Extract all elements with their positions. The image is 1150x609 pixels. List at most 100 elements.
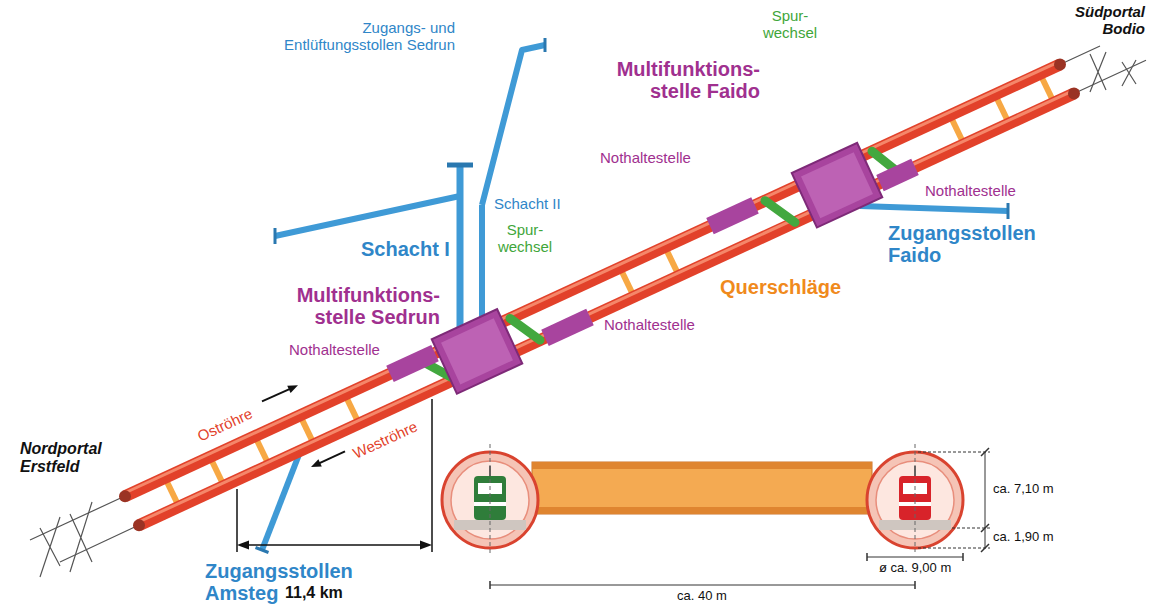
emergency-stop-label: Nothaltestelle	[600, 150, 691, 167]
arrow-head	[311, 459, 322, 467]
emergency-stop	[390, 353, 435, 374]
adit-label: Zugangsstollen Faido	[888, 222, 1058, 267]
portal-label: Nordportal Erstfeld	[20, 440, 115, 476]
shafts	[275, 38, 1008, 327]
access-adit	[275, 196, 460, 236]
cross-passages	[165, 74, 1054, 507]
station-label: Multifunktions- stelle Faido	[600, 58, 760, 103]
shaft-label: Schacht I	[361, 238, 450, 260]
adit-end-cap	[274, 228, 277, 244]
dimension-line	[431, 399, 433, 552]
section-dimensions	[490, 448, 990, 589]
emergency-stop-label: Nothaltestelle	[925, 183, 1016, 200]
tube-portal	[1054, 59, 1066, 71]
station-label: Multifunktions- stelle Sedrun	[280, 284, 440, 329]
portal-label: Nordportal Erstfeld	[20, 440, 115, 476]
center-line	[490, 444, 491, 556]
adit-end-cap	[256, 548, 269, 553]
emergency-stop-label: Nothaltestelle	[925, 183, 1016, 200]
dimension-line	[985, 452, 986, 548]
station-inner	[801, 152, 873, 218]
cross-passage-section	[532, 462, 872, 514]
adit-end-cap	[1007, 203, 1010, 219]
emergency-stop-label: Nothaltestelle	[604, 317, 695, 334]
portal-label: Südportal Bodio	[1060, 4, 1145, 38]
multifunction-station	[792, 143, 883, 228]
cross-passage-label: Querschläge	[720, 276, 841, 298]
dimension-label: 11,4 km	[285, 584, 343, 602]
direction-arrow	[319, 451, 345, 463]
passage-band	[532, 507, 872, 514]
dimension-line	[490, 585, 915, 586]
portal-label: Südportal Bodio	[1060, 4, 1145, 38]
dimension-label: 11,4 km	[285, 584, 343, 602]
station-label: Multifunktions- stelle Sedrun	[280, 284, 440, 329]
shaft	[457, 165, 464, 327]
emergency-stop	[880, 167, 915, 183]
tube-portal	[133, 519, 145, 531]
dimension-tick	[867, 553, 963, 561]
shaft-label: Schacht II	[494, 196, 561, 213]
tube-portal	[119, 490, 131, 502]
station-box	[792, 143, 883, 228]
dimension-line	[247, 544, 422, 546]
catenary-wire	[1060, 46, 1146, 94]
dimension-label: ø ca. 9,00 m	[879, 561, 951, 576]
cross-section	[442, 444, 963, 556]
arrow-head	[287, 385, 298, 393]
adit-label: Zugangs- und Entlüftungsstollen Sedrun	[260, 20, 455, 54]
crossover-label: Spur- wechsel	[759, 8, 821, 42]
crossover-label: Spur- wechsel	[494, 222, 556, 256]
emergency-stop-label: Nothaltestelle	[600, 150, 691, 167]
center-line	[915, 444, 916, 552]
extension-line	[918, 452, 990, 453]
dimension-label: ø ca. 9,00 m	[879, 561, 951, 576]
emergency-stop-label: Nothaltestelle	[289, 342, 380, 359]
shaft-label: Schacht I	[361, 238, 450, 260]
dimension-line	[236, 489, 238, 552]
crossover	[765, 201, 795, 223]
catenary	[30, 46, 1146, 577]
tube-portal	[1068, 88, 1080, 100]
catenary-mast	[40, 502, 92, 577]
dimension-label: ca. 7,10 m	[993, 482, 1054, 497]
dimension-label: ca. 40 m	[677, 589, 727, 604]
direction-arrow	[262, 389, 290, 401]
emergency-stop-label: Nothaltestelle	[604, 317, 695, 334]
shaft-cap	[447, 163, 473, 168]
shaft	[479, 205, 485, 317]
extension-line	[918, 548, 990, 549]
multifunction-station	[432, 309, 523, 394]
dimension-line	[867, 557, 963, 558]
arrow-head	[237, 541, 249, 550]
catenary-mast	[1090, 52, 1136, 92]
dimension-label: ca. 7,10 m	[993, 482, 1054, 497]
arrow-head	[420, 541, 432, 550]
emergency-stop	[710, 205, 755, 226]
passage-band	[532, 462, 872, 469]
crossover	[510, 318, 540, 340]
crossover-label: Spur- wechsel	[759, 8, 821, 42]
catenary-wire	[30, 496, 139, 562]
direction-arrows	[262, 385, 345, 467]
station-inner	[441, 318, 513, 384]
adit-label: Zugangs- und Entlüftungsstollen Sedrun	[260, 20, 455, 54]
emergency-stop-label: Nothaltestelle	[289, 342, 380, 359]
tube-highlight	[124, 62, 1059, 494]
dimension-label: ca. 40 m	[677, 589, 727, 604]
length-dimension	[237, 399, 432, 552]
station-box	[432, 309, 523, 394]
shaft-label: Schacht II	[494, 196, 561, 213]
crossover-label: Spur- wechsel	[494, 222, 556, 256]
station-label: Multifunktions- stelle Faido	[600, 58, 760, 103]
adit-end-cap	[544, 38, 547, 52]
emergency-stop	[545, 317, 590, 338]
cross-passage-label: Querschläge	[720, 276, 841, 298]
dimension-label: ca. 1,90 m	[993, 530, 1054, 545]
ventilation-adit	[482, 45, 545, 205]
adit-label: Zugangsstollen Faido	[888, 222, 1058, 267]
dimension-label: ca. 1,90 m	[993, 530, 1054, 545]
dimension-tick	[981, 448, 989, 552]
